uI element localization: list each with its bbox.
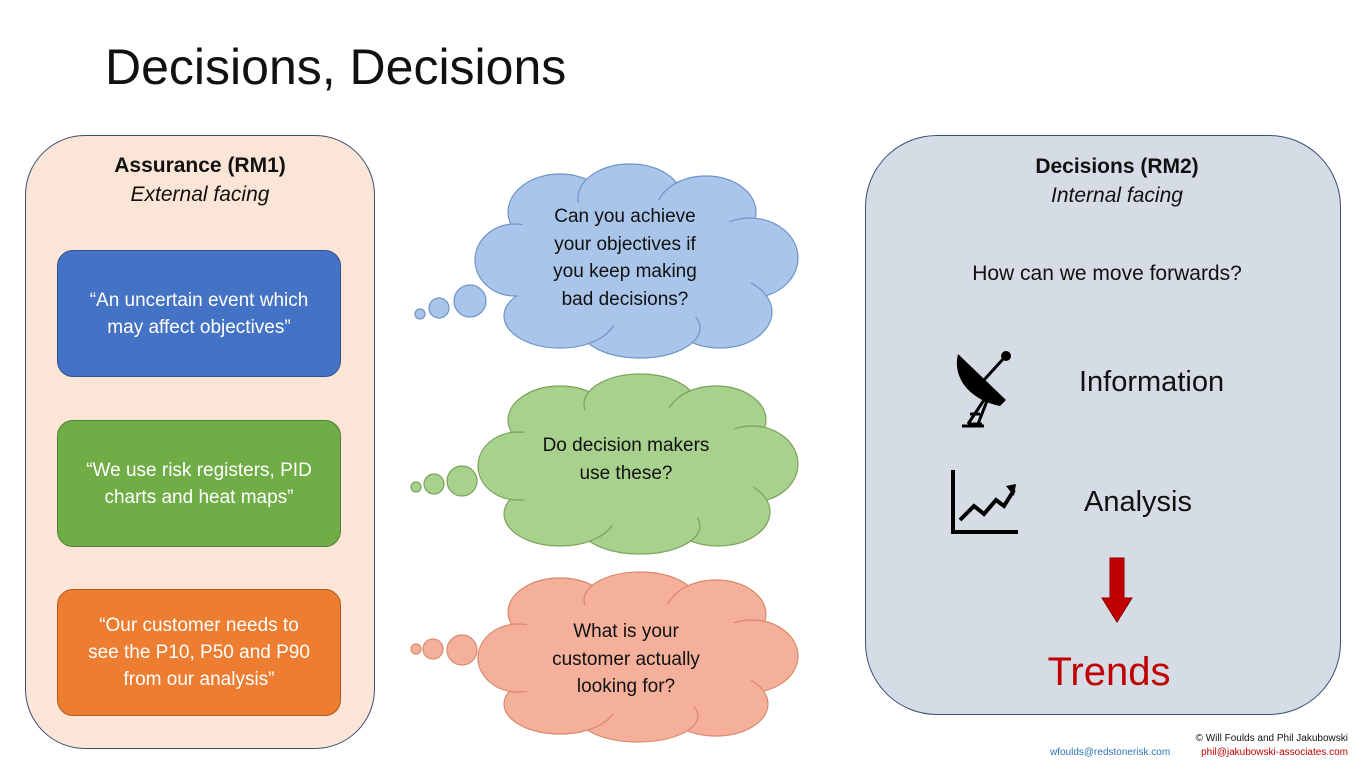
- card-text-line: see the P10, P50 and P90: [88, 642, 310, 663]
- assurance-panel-title: Assurance (RM1): [114, 154, 286, 177]
- cloud-text-line: your objectives if: [554, 233, 696, 255]
- card-text-line: “An uncertain event which: [89, 289, 309, 311]
- information-label: Information: [1079, 366, 1225, 398]
- card-text-line: “Our customer needs to: [99, 615, 299, 636]
- cloud-text-line: Do decision makers: [542, 435, 710, 456]
- cloud-text-line: you keep making: [553, 261, 697, 282]
- card-text-line: may affect objectives”: [107, 316, 291, 338]
- card-text-line: from our analysis”: [123, 669, 275, 690]
- customer-needs-card: “Our customer needs to see the P10, P50 …: [57, 589, 341, 716]
- copyright-text: © Will Foulds and Phil Jakubowski: [1195, 733, 1348, 744]
- decisions-panel: [865, 135, 1341, 715]
- satellite-dish-icon: [956, 351, 1011, 428]
- decisions-panel-title: Decisions (RM2): [1035, 155, 1199, 178]
- decisions-panel-subtitle: Internal facing: [1051, 184, 1183, 207]
- email-link-foulds[interactable]: wfoulds@redstonerisk.com: [1050, 747, 1171, 758]
- cloud-question-customer: What is your customer actually looking f…: [526, 618, 726, 701]
- assurance-panel-subtitle: External facing: [130, 183, 270, 206]
- line-chart-icon: [951, 470, 1018, 534]
- page-title: Decisions, Decisions: [105, 39, 567, 95]
- card-text-line: charts and heat maps”: [104, 486, 294, 508]
- cloud-text-line: use these?: [579, 462, 673, 484]
- trends-result: Trends: [1047, 650, 1171, 694]
- cloud-text-line: Can you achieve: [554, 206, 696, 227]
- definition-card: “An uncertain event which may affect obj…: [57, 250, 341, 377]
- email-link-jakubowski[interactable]: phil@jakubowski-associates.com: [1201, 747, 1348, 758]
- cloud-question-objectives: Can you achieve your objectives if you k…: [525, 203, 725, 313]
- card-text-line: “We use risk registers, PID: [86, 459, 312, 481]
- cloud-text-line: What is your: [573, 621, 679, 642]
- thought-cloud-green: [410, 373, 799, 555]
- cloud-text-line: looking for?: [576, 676, 676, 697]
- cloud-text-line: customer actually: [552, 648, 700, 670]
- cloud-question-decision-makers: Do decision makers use these?: [526, 432, 726, 487]
- cloud-text-line: bad decisions?: [561, 288, 689, 310]
- thought-cloud-blue: [414, 163, 799, 359]
- analysis-label: Analysis: [1084, 486, 1192, 518]
- thought-cloud-orange: [410, 571, 799, 743]
- tools-card: “We use risk registers, PID charts and h…: [57, 420, 341, 547]
- forward-question: How can we move forwards?: [972, 262, 1242, 285]
- down-arrow-icon: [1101, 557, 1133, 623]
